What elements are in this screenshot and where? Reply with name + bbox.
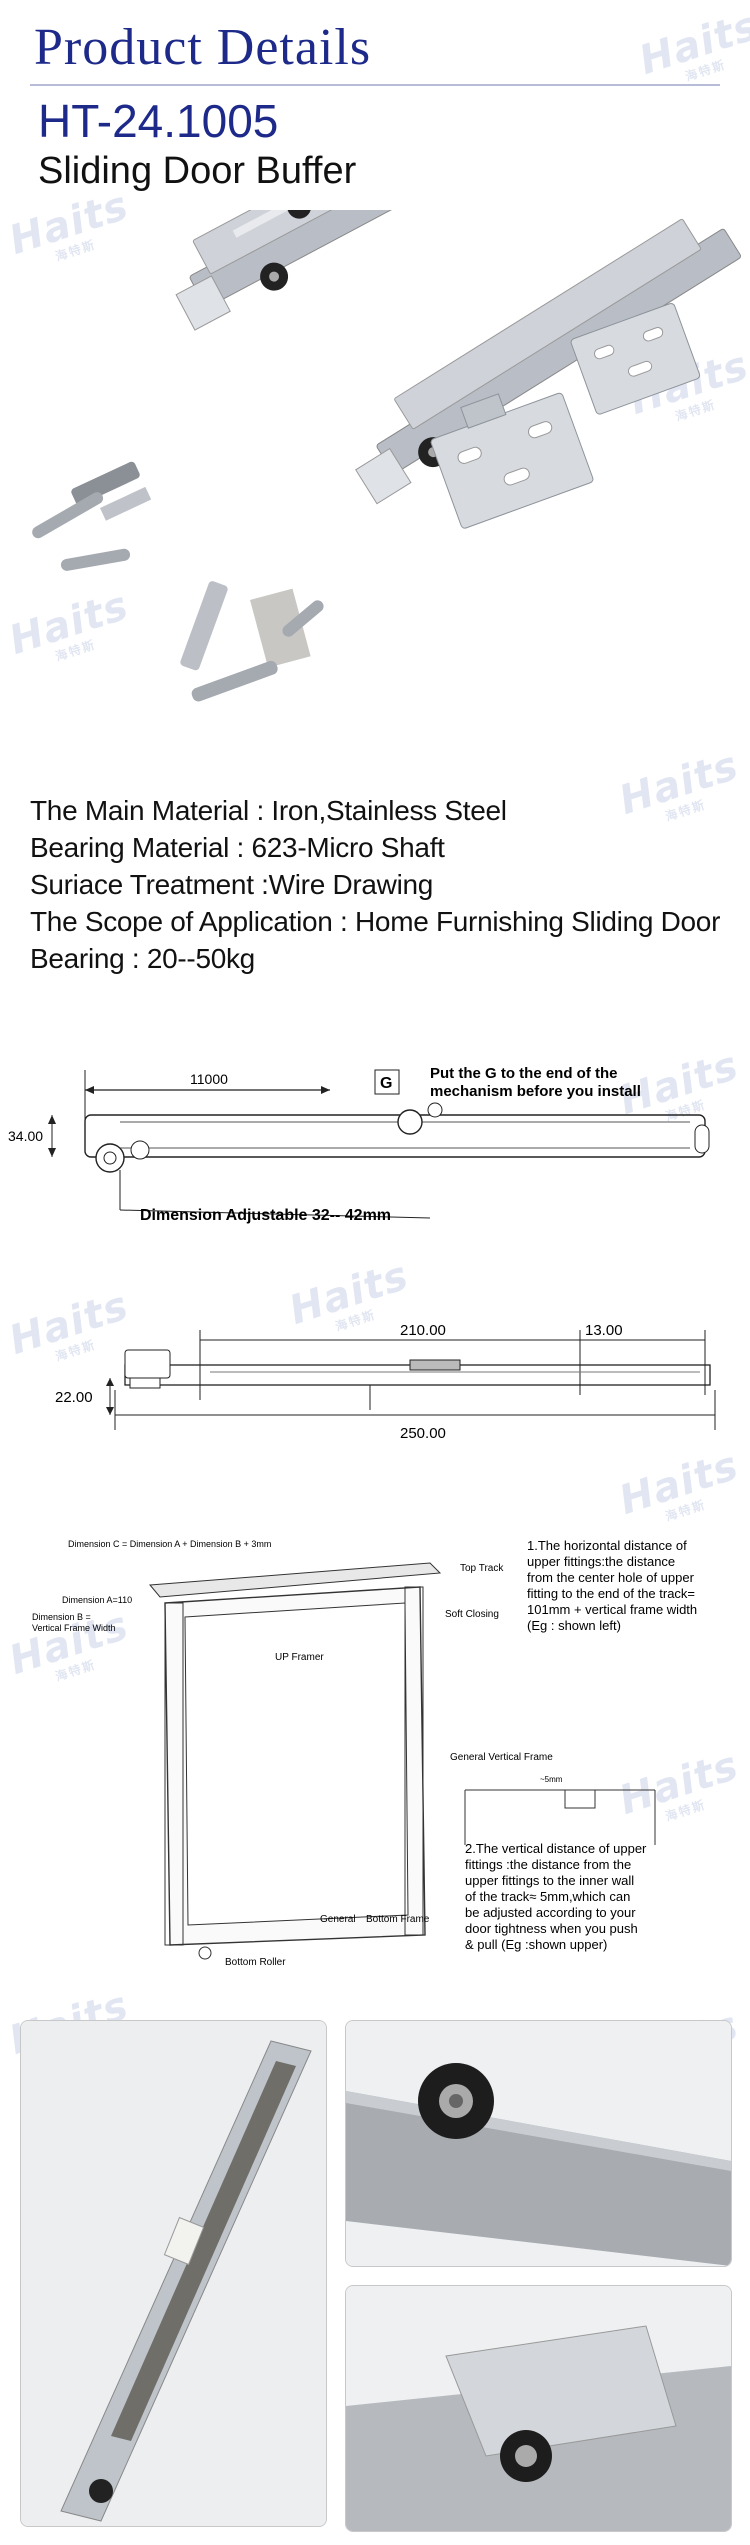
dim-250: 250.00 [400, 1425, 446, 1442]
label-up-framer: UP Framer [275, 1652, 324, 1663]
note2-line: & pull (Eg :shown upper) [465, 1937, 607, 1952]
model-number: HT-24.1005 [38, 95, 279, 147]
note2-line: fittings :the distance from the [465, 1857, 631, 1872]
photo-roller-closeup [345, 2020, 732, 2267]
photo-installed-track [20, 2020, 327, 2527]
note1-line: 1.The horizontal distance of [527, 1538, 687, 1553]
note-line-1: Put the G to the end of the [430, 1065, 618, 1082]
product-photo [32, 210, 741, 702]
photo-bracket-closeup [345, 2285, 732, 2532]
note1-line: (Eg : shown left) [527, 1618, 621, 1633]
dim-height: 34.00 [8, 1128, 43, 1144]
label-bottom-roller: Bottom Roller [225, 1957, 286, 1968]
note1-line: 101mm + vertical frame width [527, 1602, 697, 1617]
label-bottom-frame-2: Bottom Frame [366, 1914, 430, 1925]
note1-line: fitting to the end of the track= [527, 1586, 695, 1601]
note2-line: door tightness when you push [465, 1921, 638, 1936]
screw-set-lower [180, 581, 324, 702]
note1-line: upper fittings:the distance [527, 1554, 675, 1569]
g-label: G [380, 1075, 392, 1092]
spec-line: Suriace Treatment :Wire Drawing [30, 869, 434, 900]
dimension-diagram-1: 11000 G Put the G to the end of the mech… [8, 1065, 710, 1224]
dim-adjustable: Dimension Adjustable 32-- 42mm [140, 1207, 391, 1224]
note1-line: from the center hole of upper [527, 1570, 695, 1585]
note2-line: of the track≈ 5mm,which can [465, 1889, 630, 1904]
label-dim-c: Dimension C = Dimension A + Dimension B … [68, 1539, 271, 1549]
title-divider [30, 84, 720, 86]
label-dim-b-2: Vertical Frame Width [32, 1623, 116, 1633]
label-bottom-frame-1: General [320, 1914, 356, 1925]
mounting-bracket [430, 392, 594, 529]
label-dim-b-1: Dimension B = [32, 1612, 91, 1622]
note-line-2: mechanism before you install [430, 1083, 641, 1100]
spec-line: The Main Material : Iron,Stainless Steel [30, 795, 507, 826]
spec-line: Bearing : 20--50kg [30, 943, 255, 974]
installation-diagram: Dimension C = Dimension A + Dimension B … [32, 1538, 697, 1968]
label-dim-a: Dimension A=110 [62, 1595, 132, 1605]
product-name: Sliding Door Buffer [38, 150, 357, 192]
label-vertical-frame: General Vertical Frame [450, 1752, 553, 1763]
dim-13: 13.00 [585, 1322, 623, 1339]
buffer-unit-large [175, 210, 577, 331]
dim-length: 11000 [190, 1071, 228, 1087]
spec-line: The Scope of Application : Home Furnishi… [30, 906, 721, 937]
note2-line: be adjusted according to your [465, 1905, 636, 1920]
page-title: Product Details [34, 19, 372, 76]
mounting-bracket [570, 303, 701, 415]
label-soft-closing: Soft Closing [445, 1609, 499, 1620]
screw-set [32, 461, 152, 571]
dim-210: 210.00 [400, 1322, 446, 1339]
note2-line: upper fittings to the inner wall [465, 1873, 634, 1888]
note2-line: 2.The vertical distance of upper [465, 1841, 647, 1856]
dim-22: 22.00 [55, 1389, 93, 1406]
dimension-diagram-2: 210.00 13.00 22.00 250.00 [55, 1322, 716, 1442]
spec-line: Bearing Material : 623-Micro Shaft [30, 832, 445, 863]
label-5mm: ~5mm [540, 1775, 563, 1784]
label-top-track: Top Track [460, 1563, 504, 1574]
